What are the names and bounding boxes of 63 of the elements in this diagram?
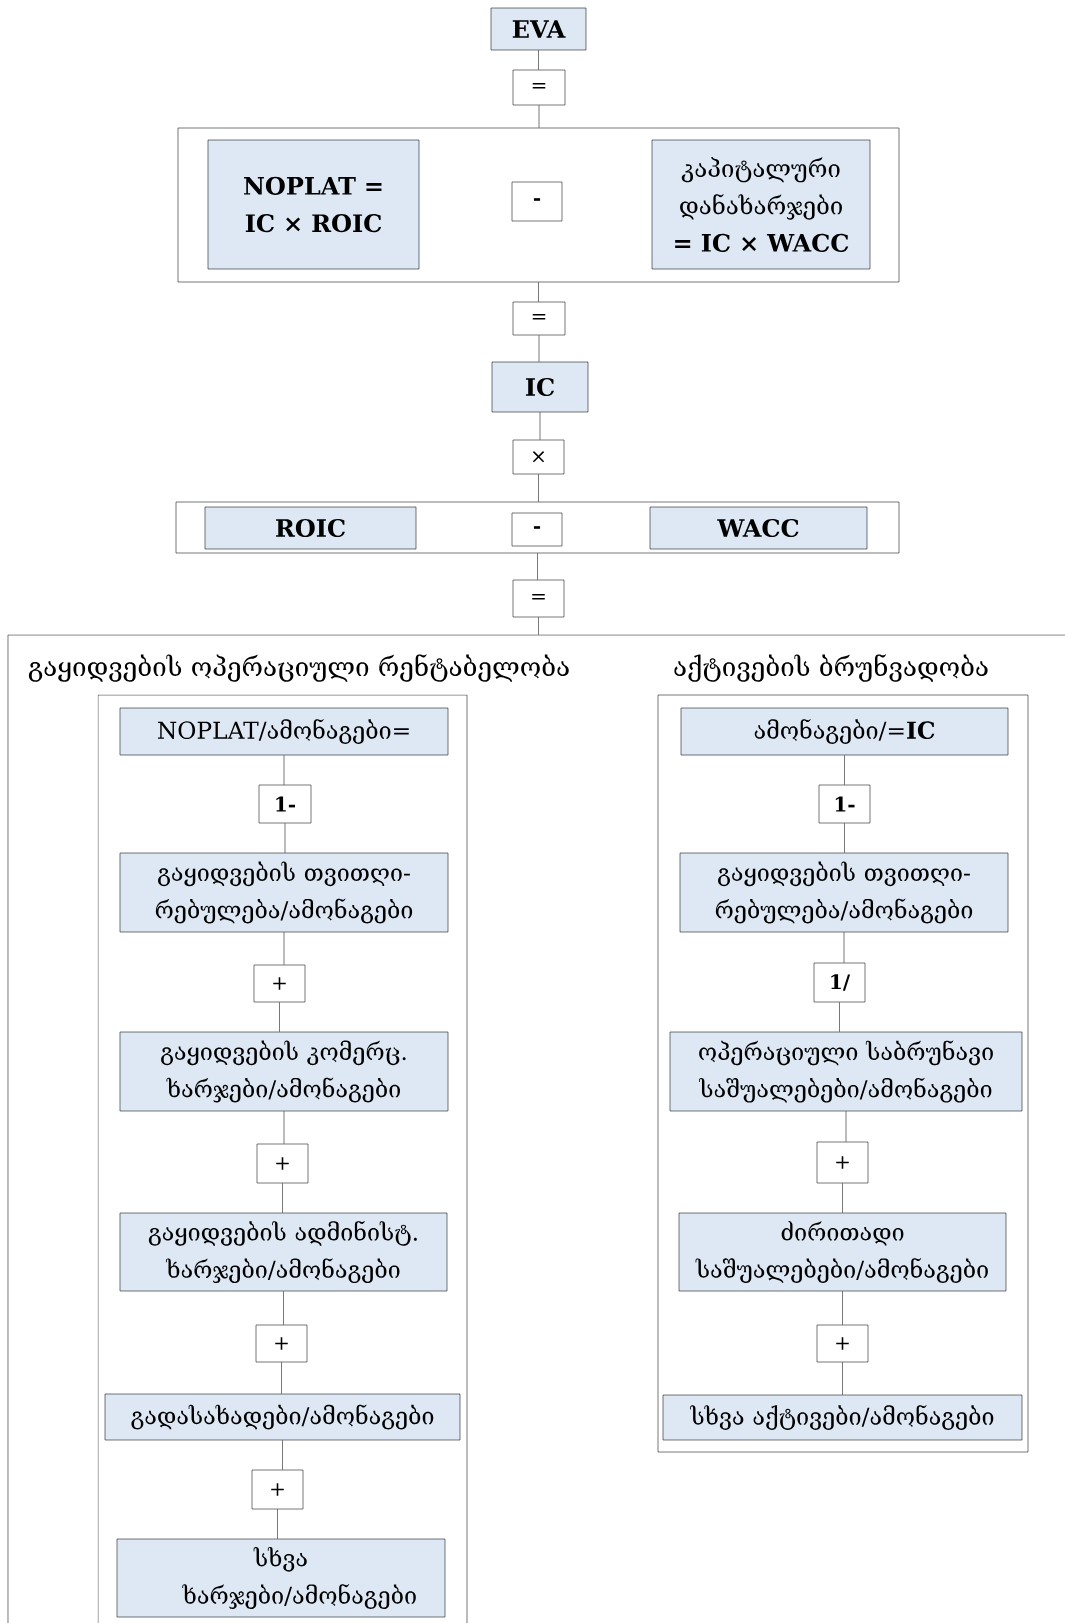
operator-box: +	[255, 1324, 308, 1363]
formula-box: ძირითადი საშუალებები/ამონაგები	[678, 1212, 1007, 1292]
group-frame	[175, 501, 900, 554]
operator-box: 1-	[258, 784, 312, 824]
formula-box: ამონაგები/=IC	[680, 707, 1009, 756]
operator-box: -	[511, 512, 563, 547]
connector-line	[282, 1440, 283, 1470]
operator-box: =	[512, 579, 565, 618]
group-heading: აქტივების ბრუნვადობა	[674, 654, 988, 682]
formula-box: ROIC	[204, 506, 417, 550]
group-frame	[177, 127, 900, 283]
connector-line	[842, 1291, 843, 1325]
connector-line	[539, 412, 541, 440]
connector-line	[283, 1111, 285, 1144]
connector-line	[538, 335, 540, 362]
operator-box: 1/	[813, 962, 866, 1003]
formula-box: გაყიდვების თვითღი-რებულება/ამონაგები	[119, 852, 449, 933]
group-frame	[7, 634, 1065, 1623]
operator-box: +	[816, 1324, 869, 1363]
operator-box: +	[251, 1469, 304, 1510]
connector-line	[844, 755, 845, 785]
connector-line	[538, 50, 539, 70]
formula-box: NOPLAT = IC × ROIC	[207, 139, 420, 270]
operator-box: +	[253, 964, 306, 1003]
operator-box: -	[511, 181, 563, 222]
connector-line	[283, 932, 285, 965]
formula-box: გადასახადები/ამონაგები	[104, 1393, 461, 1441]
connector-line	[538, 617, 539, 635]
connector-line	[842, 1183, 843, 1213]
group-heading: გაყიდვების ოპერაციული რენტაბელობა	[28, 654, 569, 682]
connector-line	[843, 932, 845, 963]
connector-line	[839, 1002, 840, 1032]
operator-box: ×	[512, 439, 565, 475]
formula-box: WACC	[649, 506, 868, 550]
connector-line	[537, 553, 538, 580]
operator-box: 1-	[818, 784, 871, 824]
connector-line	[281, 1362, 282, 1394]
connector-line	[277, 1509, 278, 1539]
connector-line	[844, 823, 845, 853]
formula-box: EVA	[490, 7, 587, 51]
formula-box: ოპერაციული საბრუნავი საშუალებები/ამონაგები	[669, 1031, 1023, 1112]
connector-line	[538, 282, 539, 302]
connector-line	[283, 755, 285, 785]
operator-box: =	[512, 69, 566, 106]
formula-box: IC	[491, 361, 589, 413]
connector-line	[538, 474, 539, 502]
operator-box: =	[512, 301, 566, 336]
operator-box: +	[256, 1143, 309, 1184]
operator-box: +	[816, 1141, 869, 1184]
formula-box: გაყიდვების კომერც. ხარჯები/ამონაგები	[119, 1031, 449, 1112]
formula-box: NOPLAT/ამონაგები=	[119, 707, 449, 756]
connector-line	[284, 823, 286, 853]
formula-box: სხვა აქტივები/ამონაგები	[662, 1394, 1023, 1441]
formula-box: კაპიტალური დანახარჯები = IC × WACC	[651, 139, 871, 270]
connector-line	[845, 1111, 847, 1142]
connector-line	[279, 1002, 280, 1032]
connector-line	[282, 1183, 283, 1213]
formula-box: გაყიდვების ადმინისტ. ხარჯები/ამონაგები	[119, 1212, 448, 1292]
connector-line	[842, 1362, 843, 1395]
formula-box: გაყიდვების თვითღი-რებულება/ამონაგები	[679, 852, 1009, 933]
formula-box: სხვა ხარჯები/ამონაგები	[116, 1538, 446, 1618]
connector-line	[538, 105, 540, 128]
connector-line	[283, 1291, 284, 1325]
